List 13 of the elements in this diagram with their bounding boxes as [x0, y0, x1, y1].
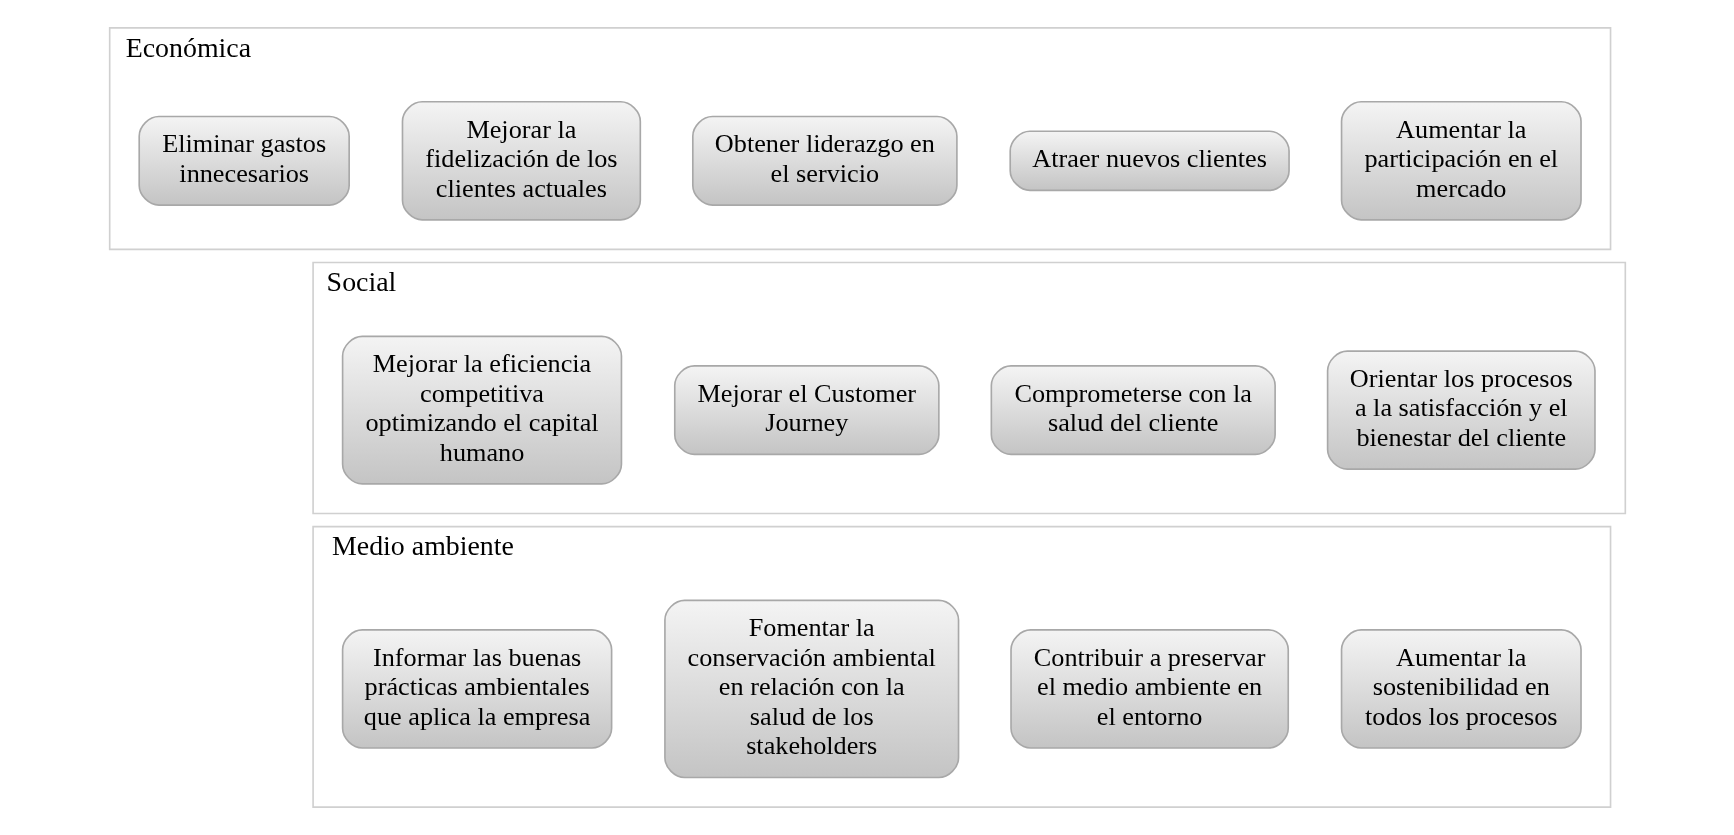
node-box: Aumentar la sostenibilidad en todos los procesos [1340, 629, 1582, 749]
node-box: Mejorar el Customer Journey [673, 365, 940, 456]
node-box: Fomentar la conservación ambiental en relación con la salud de los stakeholders [663, 599, 959, 779]
node-box: Informar las buenas prácticas ambientales que aplica la empresa [341, 629, 612, 749]
node-box: Comprometerse con la salud del cliente [990, 365, 1276, 456]
node-box: Contribuir a preservar el medio ambiente en el entorno [1009, 629, 1289, 749]
node-box: Mejorar la eficiencia competitiva optimizando el capital humano [341, 335, 622, 485]
node-box: Aumentar la participación en el mercado [1340, 100, 1582, 221]
node-box: Mejorar la fidelización de los clientes actuales [401, 100, 641, 221]
node-box: Orientar los procesos a la satisfacción y el bienestar del cliente [1326, 350, 1596, 470]
node-box: Atraer nuevos clientes [1008, 130, 1290, 192]
node-box: Obtener liderazgo en el servicio [691, 115, 958, 206]
node-box: Eliminar gastos innecesarios [137, 115, 350, 206]
